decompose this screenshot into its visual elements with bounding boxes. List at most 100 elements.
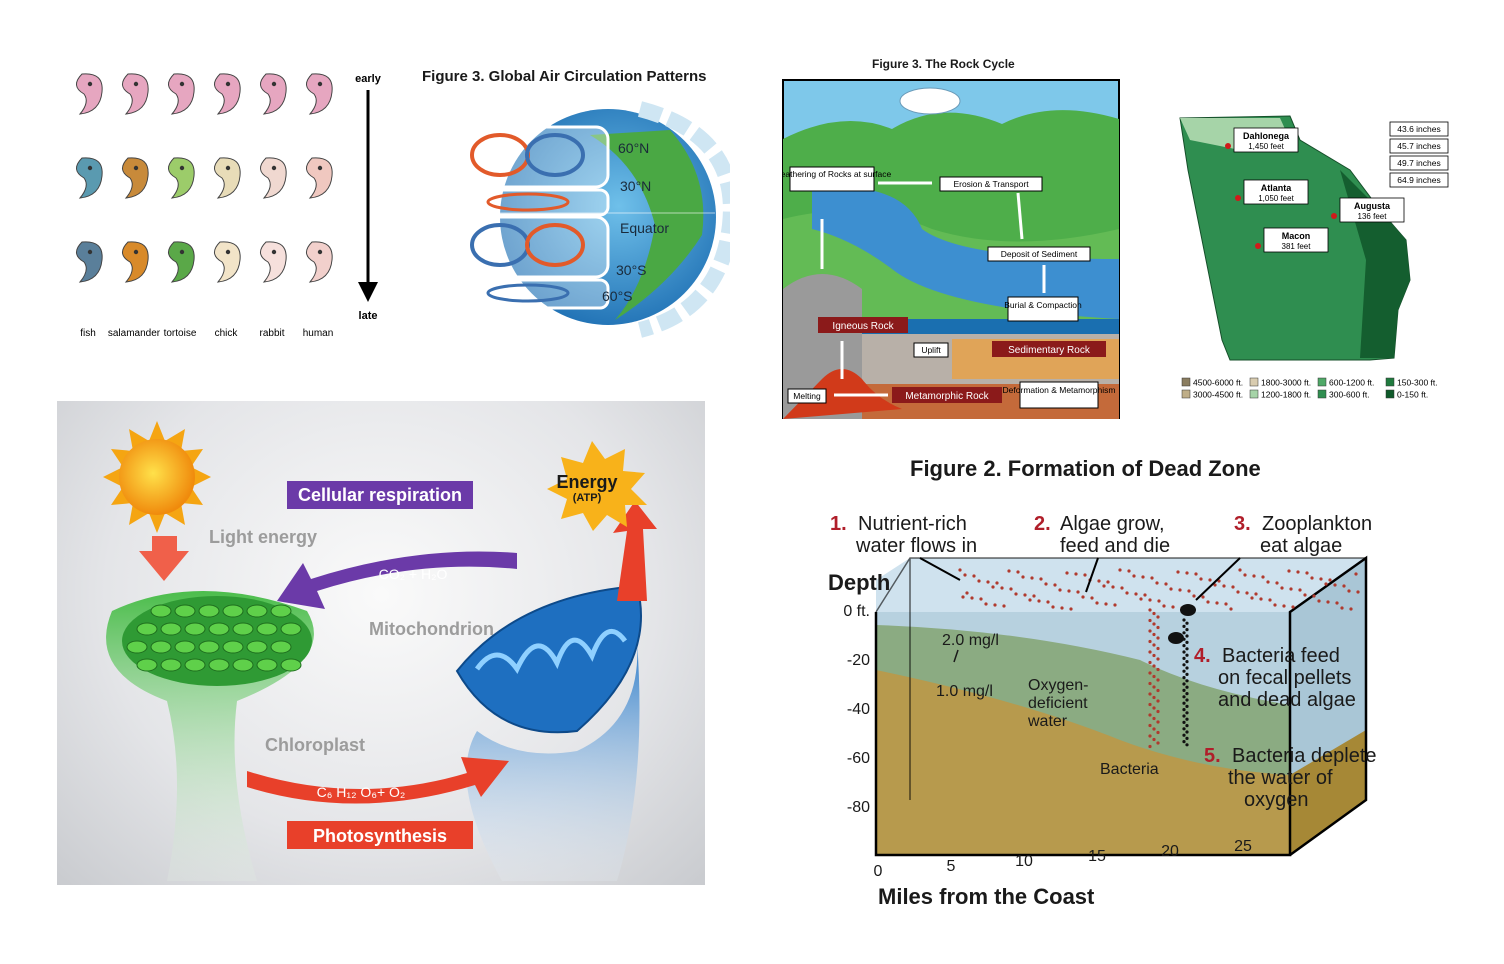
rainfall-box [1389, 121, 1449, 137]
step5-line3: oxygen [1244, 789, 1309, 811]
glucose-label: C₆ H₁₂ O₆+ O₂ [317, 784, 406, 800]
species-label: rabbit [259, 328, 284, 339]
embryo-icon [168, 73, 195, 115]
embryo-icon [76, 241, 103, 283]
x-axis-label: Miles from the Coast [878, 884, 1095, 909]
embryo-icon [76, 73, 103, 115]
rainfall-box [1389, 155, 1449, 171]
embryo-icon [214, 73, 241, 115]
mitochondrion-label: Mitochondrion [369, 619, 494, 639]
thylakoid-icons [126, 604, 302, 672]
x-tick-label: 20 [1161, 843, 1179, 860]
embryo-icon [122, 241, 149, 283]
sedimentary-rock-label: Sedimentary Rock [1008, 345, 1091, 356]
species-label: human [303, 328, 334, 339]
rock-box-melting: Melting [793, 391, 821, 401]
legend-swatch [1317, 389, 1327, 399]
energy-arrow [613, 501, 657, 601]
step4-line3: and dead algae [1218, 689, 1356, 711]
metamorphic-rock-label: Metamorphic Rock [905, 391, 989, 402]
legend-label: 600-1200 ft. [1329, 378, 1374, 388]
depth-label: Depth [828, 570, 890, 595]
legend-swatch [1385, 377, 1395, 387]
seafloor-side [1290, 730, 1366, 855]
cycle-arrows [820, 181, 1046, 397]
y-tick-label: -40 [847, 701, 870, 718]
step1-line2: water flows in [855, 535, 977, 557]
time-arrow-head [358, 282, 378, 302]
lat-60n: 60°N [618, 140, 649, 156]
rock-box-burial: Burial & Compaction [1004, 300, 1082, 310]
step2-number: 2. [1034, 513, 1051, 535]
embryo-icon [122, 157, 149, 199]
step3-pointer [1195, 557, 1241, 601]
atp-label: (ATP) [573, 492, 602, 504]
box-outline [874, 555, 1368, 857]
seafloor [876, 670, 1290, 855]
svg-text:1,050 feet: 1,050 feet [1258, 194, 1294, 203]
conc-2-label: 2.0 mg/l [942, 632, 999, 649]
step1-number: 1. [830, 513, 847, 535]
legend-swatch [1181, 389, 1191, 399]
glucose-arrow [247, 757, 509, 804]
conc-tick [953, 649, 959, 663]
rainfall-value: 43.6 inches [1397, 124, 1440, 134]
step5-number: 5. [1204, 745, 1221, 767]
dead-zone-title: Figure 2. Formation of Dead Zone [910, 456, 1261, 481]
continent [590, 130, 704, 320]
embryo-icon [260, 241, 287, 283]
y-tick-label: -80 [847, 799, 870, 816]
embryo-icon [76, 157, 103, 199]
species-label: chick [215, 328, 239, 339]
svg-text:Macon: Macon [1282, 231, 1311, 241]
legend-swatch [1385, 389, 1395, 399]
step4-line2: on fecal pellets [1218, 667, 1351, 689]
step3-line1: Zooplankton [1262, 513, 1372, 535]
dead-zone-diagram: 2.0 mg/l 1.0 mg/l Oxygen- deficient wate… [828, 513, 1377, 909]
respiration-banner [287, 481, 473, 509]
early-label: early [355, 73, 382, 85]
step5-line1: Bacteria deplete [1232, 745, 1377, 767]
x-tick-label: 15 [1088, 848, 1106, 865]
svg-text:381 feet: 381 feet [1282, 242, 1312, 251]
light-arrow [139, 536, 189, 581]
box-back-edges [875, 557, 1366, 800]
legend-label: 1800-3000 ft. [1261, 378, 1311, 388]
svg-text:Dahlonega: Dahlonega [1243, 131, 1290, 141]
species-label: fish [80, 328, 96, 339]
step3-number: 3. [1234, 513, 1251, 535]
air-circulation-diagram: 60°N 30°N Equator 30°S 60°S [456, 101, 730, 338]
svg-text:136 feet: 136 feet [1358, 212, 1388, 221]
legend-label: 150-300 ft. [1397, 378, 1438, 388]
embryo-icon [214, 241, 241, 283]
legend-label: 4500-6000 ft. [1193, 378, 1243, 388]
legend-label: 1200-1800 ft. [1261, 390, 1311, 400]
y-tick-label: 0 ft. [843, 603, 870, 620]
rock-cycle-diagram: Weathering of Rocks at surface Erosion &… [782, 79, 1120, 419]
embryo-icon [214, 157, 241, 199]
energy-cycle-art: Light energy Chloroplast Mitochondrion E… [103, 421, 657, 881]
lat-30n: 30°N [620, 178, 651, 194]
rock-box-weathering: Weathering of Rocks at surface [782, 169, 891, 179]
respiration-label: Cellular respiration [298, 485, 462, 505]
embryo-icon [168, 157, 195, 199]
energy-label: Energy [556, 472, 617, 492]
photosynthesis-banner [287, 821, 473, 849]
rock-box-deposit: Deposit of Sediment [1001, 249, 1078, 259]
step2-pointer [1085, 557, 1099, 593]
lat-30s: 30°S [616, 262, 647, 278]
mitochondrion-icon [455, 584, 642, 734]
svg-text:1,450 feet: 1,450 feet [1248, 142, 1284, 151]
rock-title: Figure 3. The Rock Cycle [872, 57, 1015, 71]
sun-icon [103, 421, 211, 533]
oxygen-label-1: Oxygen- [1028, 677, 1088, 694]
legend-swatch [1317, 377, 1327, 387]
step3-line2: eat algae [1260, 535, 1342, 557]
igneous-rock-label: Igneous Rock [832, 321, 894, 332]
y-tick-label: -60 [847, 750, 870, 767]
